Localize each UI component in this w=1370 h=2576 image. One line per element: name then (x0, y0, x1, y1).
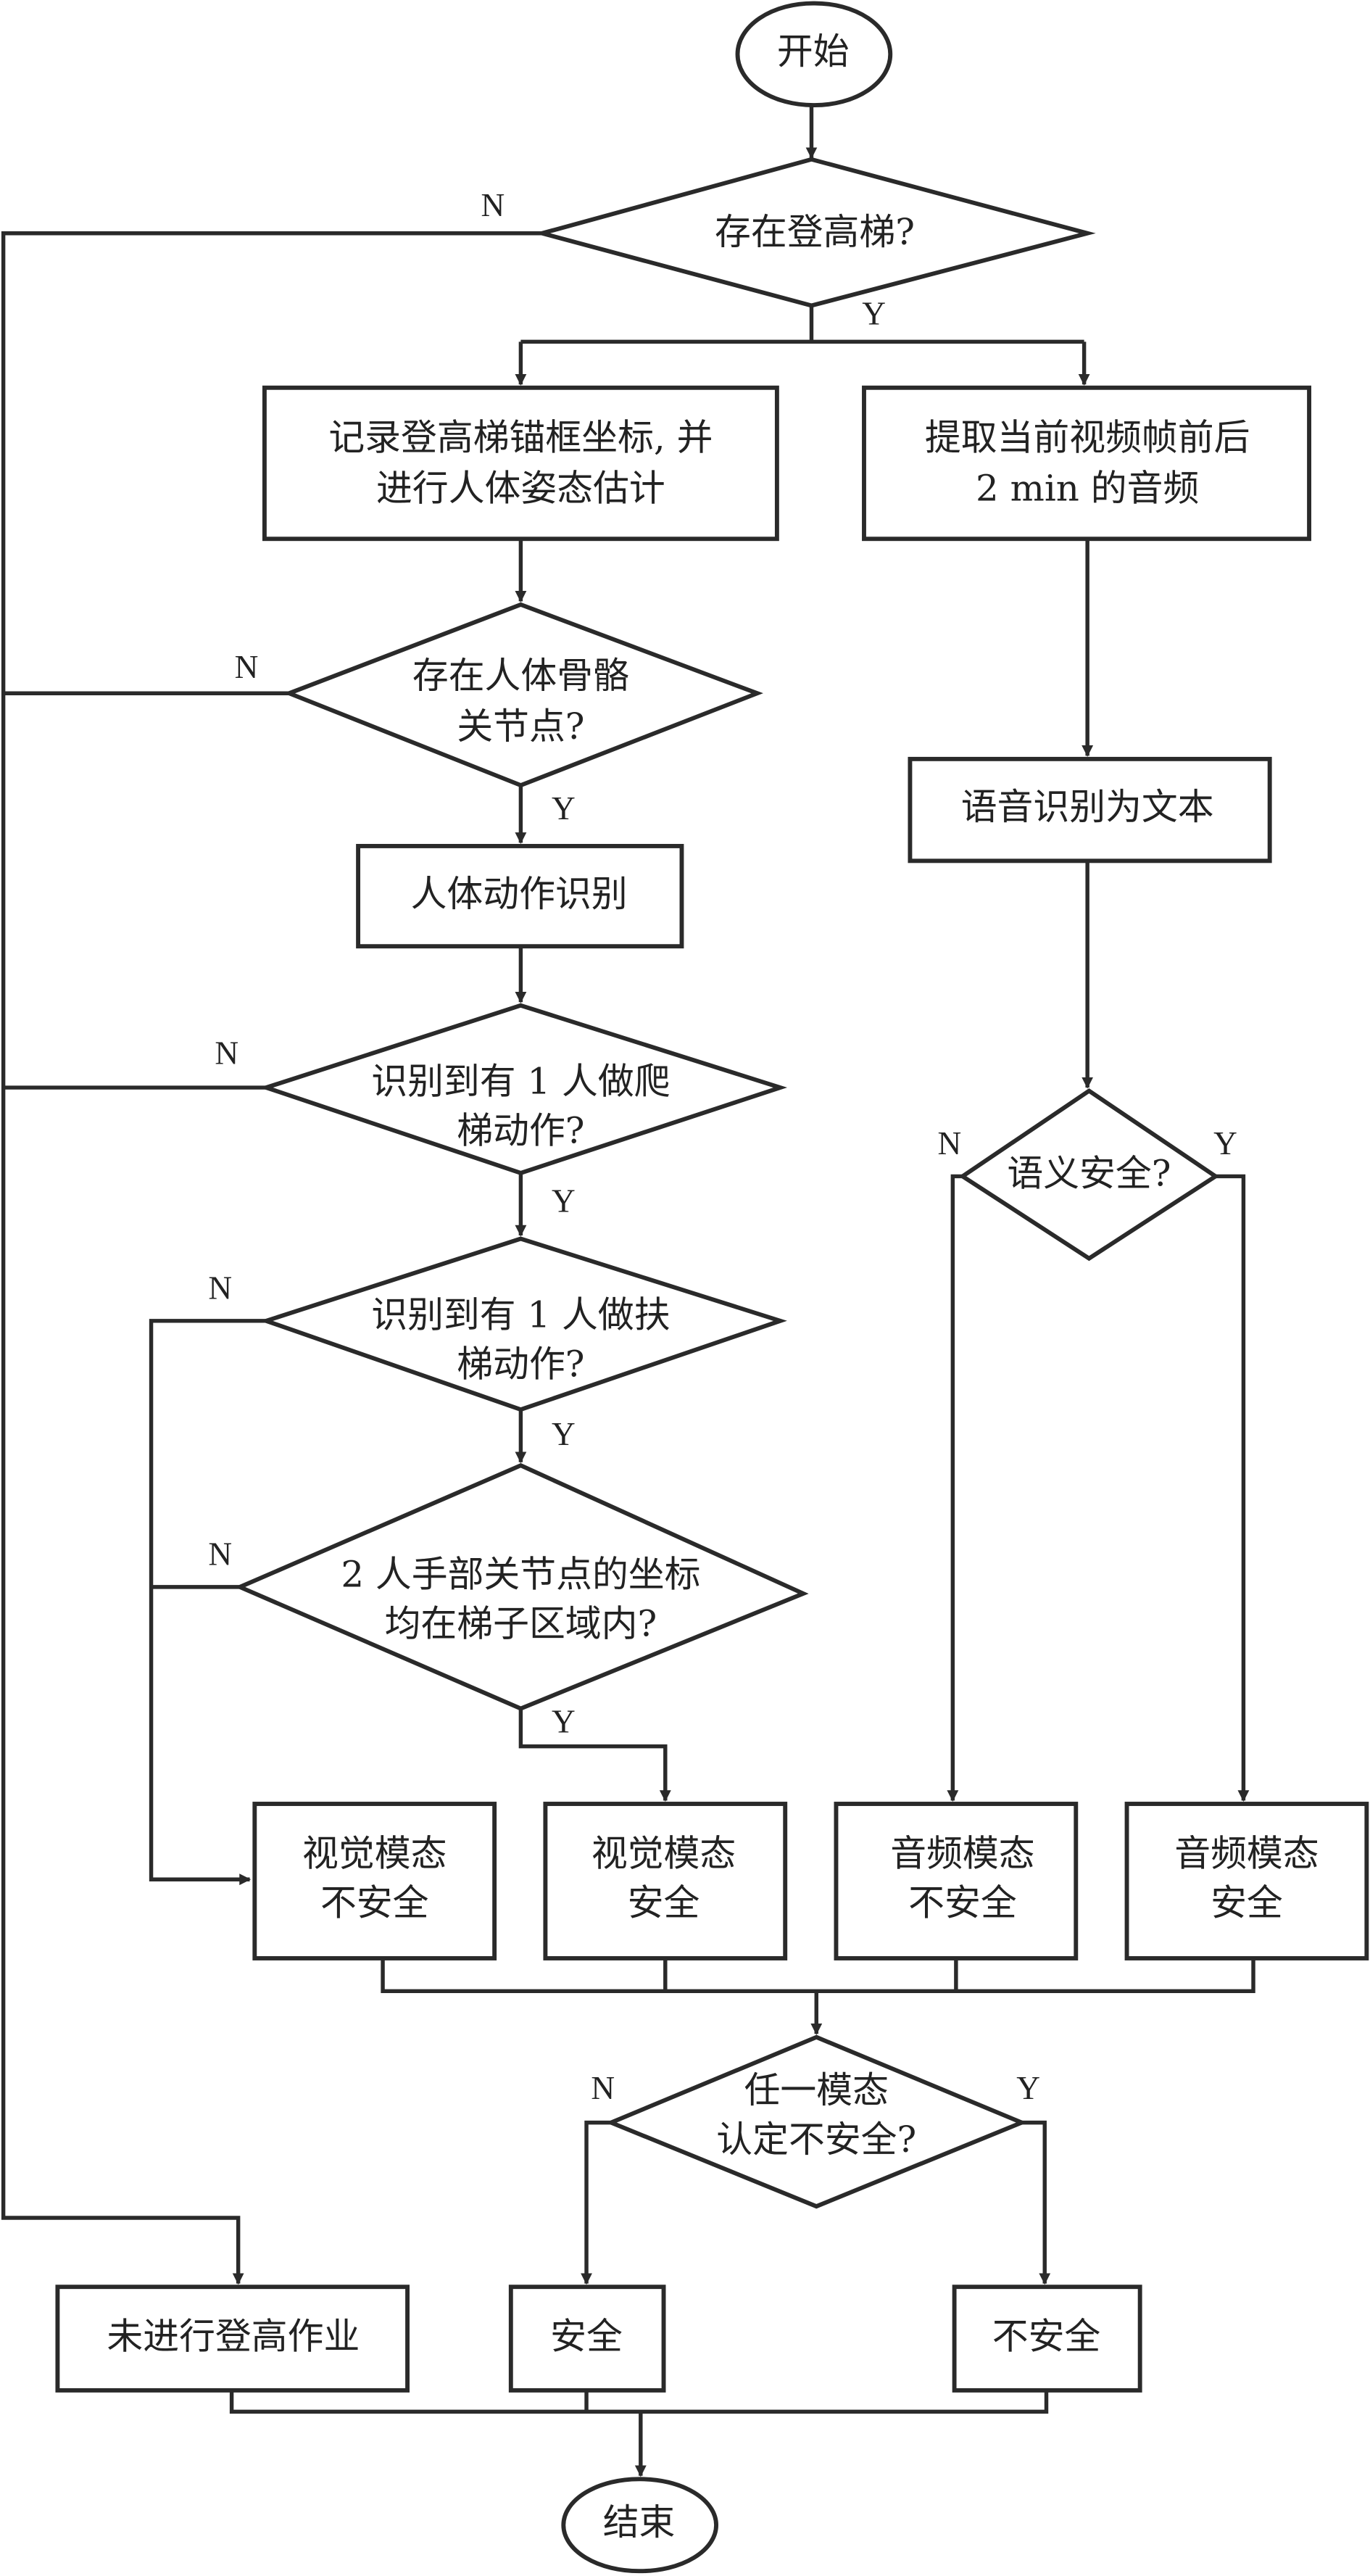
decision-hold-line2: 梯动作? (457, 1343, 584, 1385)
decision-climb-line1: 识别到有 1 人做爬 (371, 1061, 670, 1103)
label-hold-yes: Y (552, 1416, 576, 1452)
result-audio-unsafe-line2: 不安全 (908, 1881, 1017, 1923)
decision-hold: 识别到有 1 人做扶 梯动作? (259, 1236, 787, 1412)
decision-semantic-label: 语义安全? (1007, 1152, 1171, 1194)
decision-ladder: 存在登高梯? (534, 157, 1096, 308)
decision-skeleton-line1: 存在人体骨骼 (412, 655, 629, 697)
result-audio-safe-line2: 安全 (1211, 1881, 1283, 1923)
label-climb-no: N (215, 1035, 238, 1071)
label-ladder-yes: Y (862, 296, 886, 332)
label-hold-no: N (208, 1270, 232, 1306)
edge-semantic-yes (1215, 1174, 1250, 1802)
label-any-yes: Y (1016, 2070, 1040, 2106)
result-visual-safe: 视觉模态 安全 (543, 1802, 788, 1960)
result-visual-unsafe: 视觉模态 不安全 (252, 1802, 497, 1960)
decision-hands-line1: 2 人手部关节点的坐标 (341, 1553, 700, 1595)
result-audio-safe: 音频模态 安全 (1124, 1802, 1369, 1960)
output-no-work-label: 未进行登高作业 (107, 2316, 360, 2358)
edge-no-bus (1, 231, 542, 2285)
edge-semantic-no (947, 1174, 963, 1802)
output-no-work: 未进行登高作业 (55, 2285, 410, 2393)
process-audio-line1: 提取当前视频帧前后 (925, 416, 1250, 458)
node-start: 开始 (735, 1, 893, 107)
decision-climb-line2: 梯动作? (457, 1110, 584, 1152)
edge-hands-yes (518, 1708, 671, 1802)
edge-merge-outputs (229, 2390, 1049, 2414)
process-record-line2: 进行人体姿态估计 (376, 468, 665, 510)
output-safe-label: 安全 (550, 2316, 623, 2358)
label-skeleton-no: N (235, 649, 259, 685)
node-end: 结束 (561, 2477, 718, 2574)
decision-ladder-label: 存在登高梯? (715, 211, 915, 253)
decision-any-line1: 任一模态 (744, 2069, 889, 2111)
label-semantic-yes: Y (1213, 1125, 1237, 1161)
decision-skeleton-line2: 关节点? (457, 705, 584, 747)
label-climb-yes: Y (552, 1183, 576, 1219)
branch-labels: N Y N Y N Y N Y N Y N Y N Y (208, 187, 1237, 2106)
output-unsafe-label: 不安全 (992, 2316, 1101, 2358)
result-visual-unsafe-line1: 视觉模态 (302, 1833, 447, 1875)
result-visual-unsafe-line2: 不安全 (320, 1881, 429, 1923)
process-audio: 提取当前视频帧前后 2 min 的音频 (862, 385, 1312, 542)
edge-any-no (581, 2120, 612, 2285)
result-visual-safe-line2: 安全 (628, 1881, 700, 1923)
edge-any-yes (1021, 2120, 1051, 2285)
label-skeleton-yes: Y (552, 790, 576, 827)
label-ladder-no: N (481, 187, 505, 223)
result-visual-safe-line1: 视觉模态 (591, 1833, 736, 1875)
decision-hold-line1: 识别到有 1 人做扶 (371, 1293, 670, 1335)
result-audio-unsafe: 音频模态 不安全 (834, 1802, 1079, 1960)
node-start-label: 开始 (777, 30, 850, 73)
connectors (1, 105, 1255, 2477)
decision-hands: 2 人手部关节点的坐标 均在梯子区域内? (234, 1463, 809, 1711)
result-audio-unsafe-line1: 音频模态 (890, 1833, 1034, 1875)
process-record-line1: 记录登高梯锚框坐标, 并 (328, 416, 713, 458)
result-audio-safe-line1: 音频模态 (1174, 1833, 1319, 1875)
decision-any-line2: 认定不安全? (716, 2119, 916, 2161)
node-end-label: 结束 (603, 2501, 676, 2543)
process-record: 记录登高梯锚框坐标, 并 进行人体姿态估计 (262, 385, 779, 542)
process-asr: 语音识别为文本 (908, 756, 1272, 864)
decision-any-modality: 任一模态 认定不安全? (605, 2034, 1028, 2209)
decision-hands-line2: 均在梯子区域内? (385, 1602, 657, 1644)
process-action: 人体动作识别 (356, 844, 684, 949)
edge-hold-no (149, 1319, 267, 1886)
label-hands-no: N (208, 1536, 232, 1573)
decision-semantic: 语义安全? (958, 1088, 1220, 1262)
output-unsafe: 不安全 (952, 2285, 1142, 2393)
process-audio-line2: 2 min 的音频 (976, 468, 1199, 510)
process-action-label: 人体动作识别 (411, 873, 628, 915)
decision-climb: 识别到有 1 人做爬 梯动作? (259, 1003, 788, 1175)
edge-merge-results (381, 1958, 1255, 1994)
label-semantic-no: N (937, 1125, 961, 1161)
decision-skeleton: 存在人体骨骼 关节点? (283, 602, 763, 788)
process-asr-label: 语音识别为文本 (961, 786, 1214, 828)
label-any-no: N (591, 2070, 615, 2106)
label-hands-yes: Y (552, 1704, 576, 1740)
output-safe: 安全 (508, 2285, 666, 2393)
